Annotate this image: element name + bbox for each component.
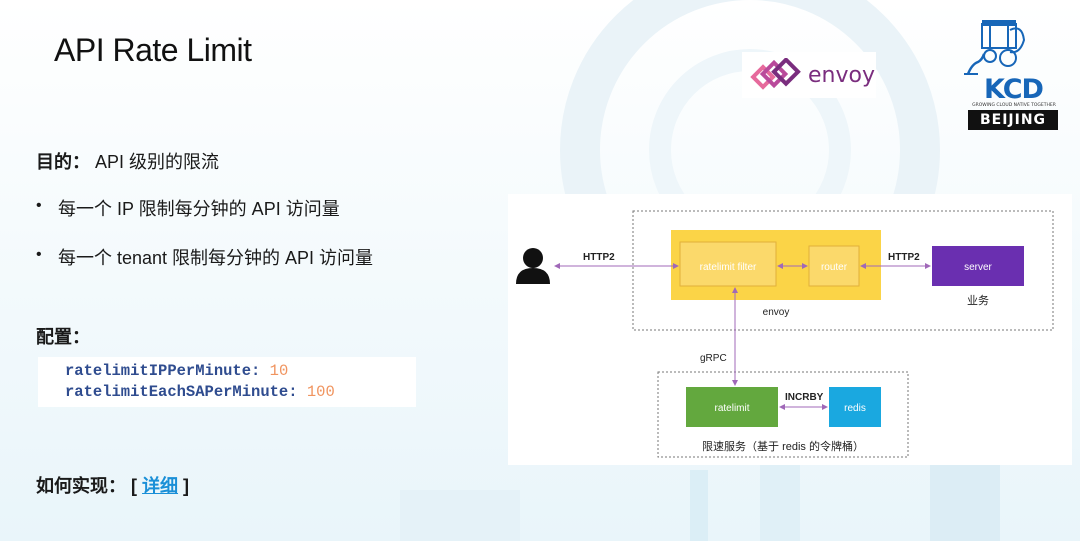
bullet-text: 每一个 tenant 限制每分钟的 API 访问量: [58, 248, 374, 268]
router-label: router: [821, 262, 848, 273]
ratelimit-box: [686, 387, 778, 427]
kcd-city-badge: BEIJING: [968, 110, 1058, 130]
architecture-diagram: HTTP2 ratelimit filter router HTTP2 serv…: [508, 194, 1072, 465]
bullet-item: • 每一个 IP 限制每分钟的 API 访问量: [36, 195, 373, 244]
user-icon: [516, 248, 550, 284]
envoy-logo-icon: [750, 58, 801, 90]
redis-label: redis: [844, 403, 866, 414]
how-close-bracket: ]: [183, 476, 190, 496]
envoy-group-frame: [632, 210, 1054, 331]
bullet-icon: •: [36, 197, 42, 214]
redis-box: [829, 387, 881, 427]
ratelimit-filter-label: ratelimit filter: [700, 262, 757, 273]
details-link[interactable]: 详细: [142, 476, 179, 496]
bullet-list: • 每一个 IP 限制每分钟的 API 访问量 • 每一个 tenant 限制每…: [36, 195, 373, 293]
kcd-logo-icon: [964, 20, 1026, 75]
how-label: 如何实现：: [36, 476, 126, 496]
router-box: [808, 245, 860, 287]
http2-left-label: HTTP2: [583, 252, 615, 263]
envoy-caption: envoy: [763, 307, 790, 318]
incrby-label: INCRBY: [785, 392, 824, 403]
ratelimit-filter-box: [679, 241, 777, 287]
kcd-tagline: GROWING CLOUD NATIVE TOGETHER: [972, 103, 1056, 108]
ratelimit-service-frame: [657, 371, 909, 458]
server-label: server: [964, 262, 992, 273]
http2-right-label: HTTP2: [888, 252, 920, 263]
how-open-bracket: [: [131, 476, 138, 496]
purpose-text: API 级别的限流: [95, 152, 220, 172]
envoy-logo: envoy: [742, 52, 876, 98]
grpc-label: gRPC: [700, 353, 727, 364]
config-line: ratelimitEachSAPerMinute: 100: [65, 382, 416, 403]
ratelimit-label: ratelimit: [714, 403, 749, 414]
config-label: 配置：: [36, 327, 90, 347]
slide-title: API Rate Limit: [54, 32, 252, 68]
purpose-label: 目的：: [36, 152, 90, 172]
purpose-line: 目的： API 级别的限流: [36, 148, 219, 174]
config-code-block: ratelimitIPPerMinute: 10 ratelimitEachSA…: [38, 357, 416, 407]
config-key: ratelimitEachSAPerMinute:: [65, 383, 298, 401]
kcd-beijing-logo: KCD GROWING CLOUD NATIVE TOGETHER BEIJIN…: [960, 16, 1064, 130]
config-key: ratelimitIPPerMinute:: [65, 362, 261, 380]
bullet-icon: •: [36, 246, 42, 263]
server-caption: 业务: [967, 294, 989, 307]
server-box: [932, 246, 1024, 286]
config-line: ratelimitIPPerMinute: 10: [65, 361, 416, 382]
bullet-item: • 每一个 tenant 限制每分钟的 API 访问量: [36, 244, 373, 293]
config-value: 10: [269, 362, 289, 380]
config-value: 100: [306, 383, 335, 401]
bullet-text: 每一个 IP 限制每分钟的 API 访问量: [58, 199, 340, 219]
how-to-line: 如何实现： [ 详细 ]: [36, 472, 189, 498]
kcd-logo-text: KCD: [984, 74, 1044, 105]
envoy-logo-text: envoy: [808, 62, 875, 88]
ratelimit-service-caption: 限速服务（基于 redis 的令牌桶）: [702, 439, 864, 453]
